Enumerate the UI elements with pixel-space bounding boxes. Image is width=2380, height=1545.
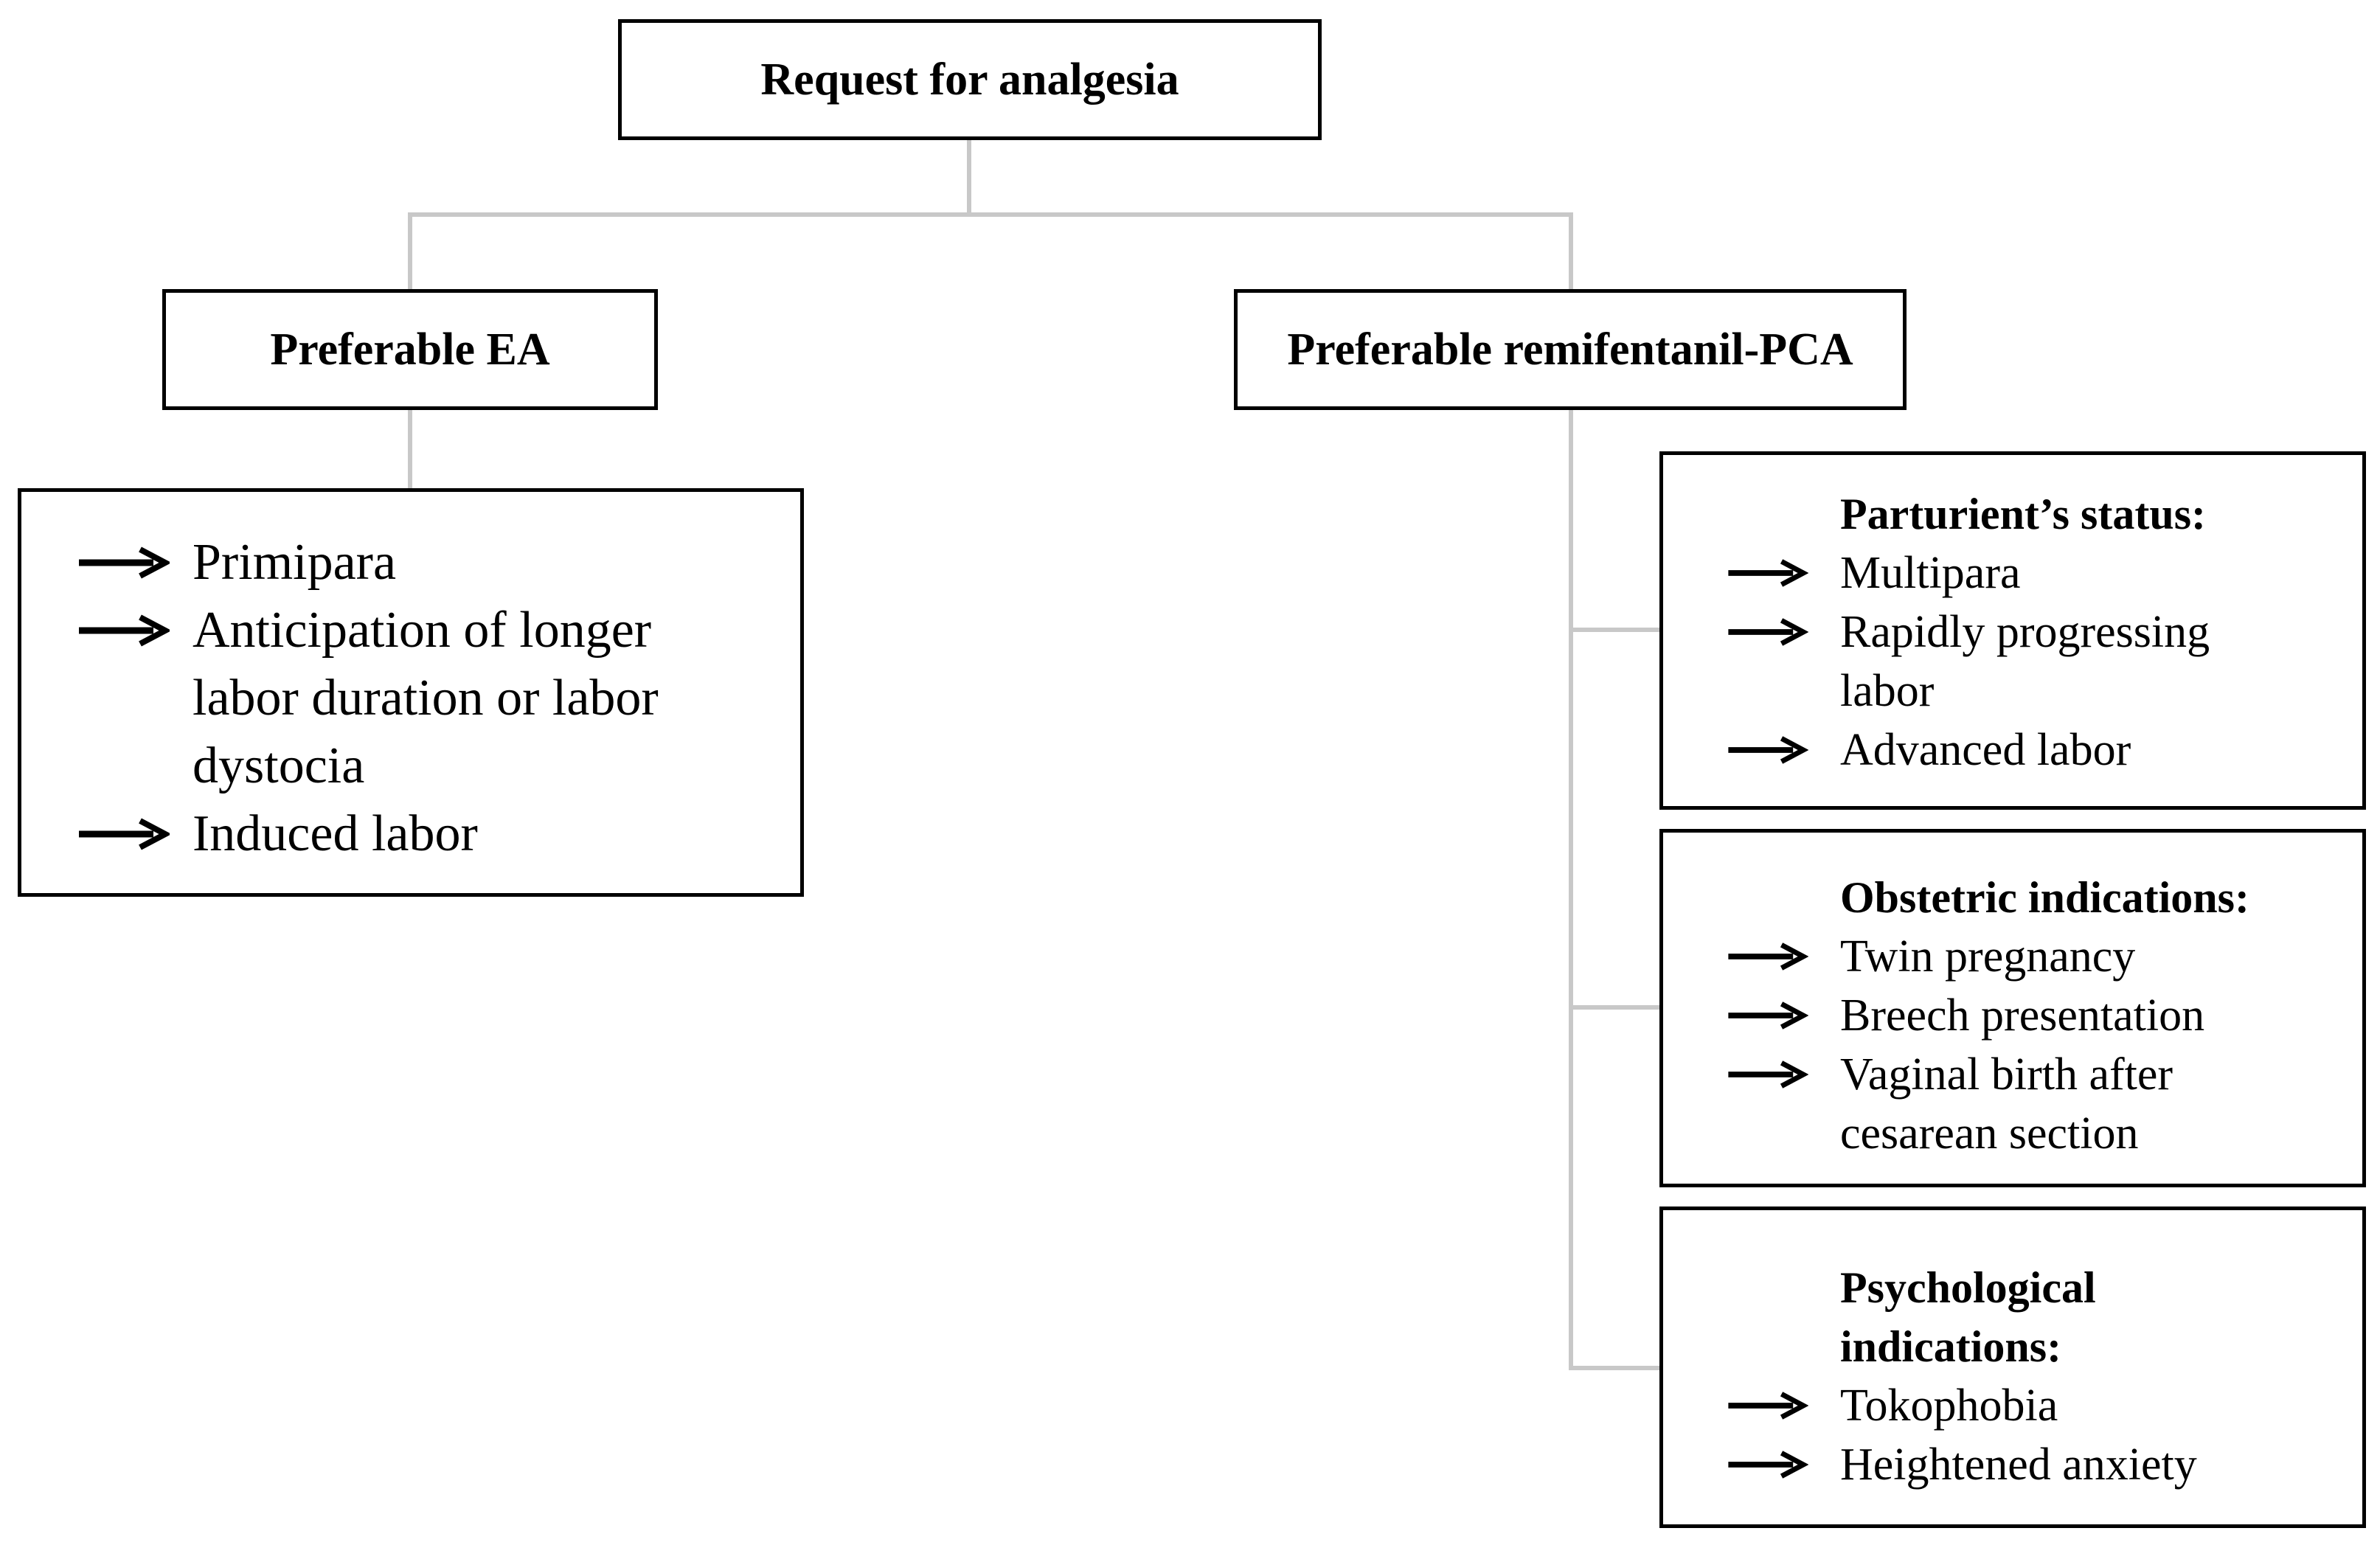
criterion-text-line: Twin pregnancy xyxy=(1840,931,2136,982)
criterion-text-line: Induced labor xyxy=(192,805,478,862)
connector-to-right xyxy=(1569,212,1573,291)
pca-criterion: Multipara xyxy=(1726,544,2348,603)
right-arrow-icon xyxy=(77,597,170,664)
connector-branch-3 xyxy=(1569,1366,1662,1370)
criterion-text-line: Breech presentation xyxy=(1840,990,2205,1041)
right-arrow-icon xyxy=(1726,721,1808,780)
right-arrow-icon xyxy=(1726,1376,1808,1435)
criterion-text-line: Primipara xyxy=(192,534,397,591)
criterion-text-line: labor duration or labor xyxy=(192,670,659,726)
pca-criterion: Tokophobia xyxy=(1726,1376,2348,1435)
pca-criterion: Breech presentation xyxy=(1726,986,2348,1045)
ea-label: Preferable EA xyxy=(270,324,550,375)
criterion-text-line: labor xyxy=(1840,666,1935,716)
connector-horizontal-top xyxy=(408,212,1573,217)
criterion-text-line: Tokophobia xyxy=(1840,1381,2058,1431)
connector-right-trunk xyxy=(1569,408,1573,1370)
criterion-text-line: Heightened anxiety xyxy=(1840,1440,2197,1490)
section-title: Obstetric indications: xyxy=(1840,873,2249,922)
root-node: Request for analgesia xyxy=(618,19,1322,140)
pca-criterion: Twin pregnancy xyxy=(1726,927,2348,986)
right-arrow-icon xyxy=(77,529,170,597)
right-arrow-icon xyxy=(1726,1045,1808,1104)
right-arrow-icon xyxy=(1726,986,1808,1045)
connector-branch-1 xyxy=(1569,628,1662,632)
right-arrow-icon xyxy=(1726,544,1808,603)
section-title: Parturient’s status: xyxy=(1840,490,2207,538)
criterion-text-line: dystocia xyxy=(192,737,365,794)
criterion-text-line: Advanced labor xyxy=(1840,725,2131,775)
criterion-text-line: cesarean section xyxy=(1840,1108,2139,1159)
ea-node: Preferable EA xyxy=(162,289,658,410)
connector-branch-2 xyxy=(1569,1005,1662,1010)
ea-criterion: Primipara xyxy=(77,529,785,597)
criterion-text-line: Anticipation of longer xyxy=(192,602,652,659)
pca-criterion: Vaginal birth after cesarean section xyxy=(1726,1045,2348,1163)
connector-root-down xyxy=(967,137,971,215)
criterion-text-line: Multipara xyxy=(1840,548,2021,598)
section-title: indications: xyxy=(1840,1322,2062,1371)
ea-criterion: Anticipation of longer labor duration or … xyxy=(77,597,785,800)
right-arrow-icon xyxy=(1726,927,1808,986)
section-title: Psychological xyxy=(1840,1263,2096,1312)
root-label: Request for analgesia xyxy=(760,54,1179,105)
criterion-text-line: Vaginal birth after xyxy=(1840,1049,2173,1100)
criterion-text-line: Rapidly progressing xyxy=(1840,607,2210,657)
pca-criterion: Rapidly progressing labor xyxy=(1726,603,2348,721)
pca-criterion: Advanced labor xyxy=(1726,721,2348,780)
pca-criterion: Heightened anxiety xyxy=(1726,1435,2348,1494)
connector-to-left xyxy=(408,212,412,291)
ea-criterion: Induced labor xyxy=(77,800,785,868)
pca-label: Preferable remifentanil-PCA xyxy=(1287,324,1853,375)
right-arrow-icon xyxy=(1726,603,1808,662)
right-arrow-icon xyxy=(1726,1435,1808,1494)
right-arrow-icon xyxy=(77,800,170,868)
connector-left-down xyxy=(408,408,412,490)
pca-node: Preferable remifentanil-PCA xyxy=(1234,289,1907,410)
